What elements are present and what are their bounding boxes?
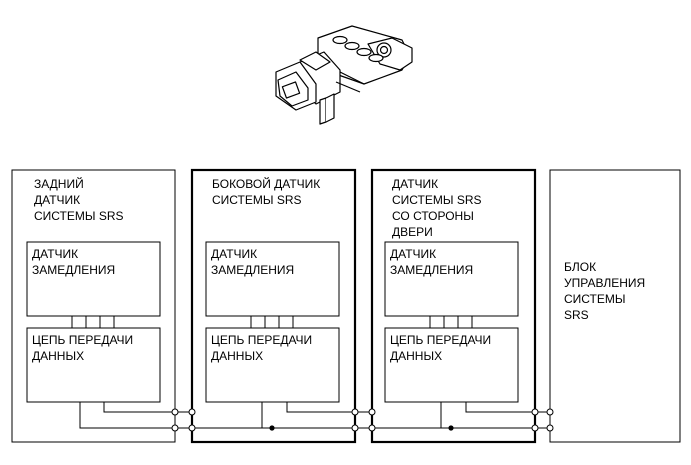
rear-sensor-block (11, 169, 176, 443)
bus-wiring (79, 402, 550, 429)
door-decel-sensor-box (384, 241, 519, 317)
junction-dots (269, 425, 454, 431)
door-transfer-label: ЦЕПЬ ПЕРЕДАЧИ ДАННЫХ (390, 333, 495, 363)
door-sensor-block (370, 168, 537, 444)
rear-transfer-label: ЦЕПЬ ПЕРЕДАЧИ ДАННЫХ (32, 333, 137, 363)
rear-sensor-title: ЗАДНИЙ ДАТЧИК СИСТЕМЫ SRS (34, 176, 124, 223)
rear-decel-sensor-box (26, 241, 161, 317)
rear-transfer-circuit-box (26, 327, 161, 403)
side-transfer-label: ЦЕПЬ ПЕРЕДАЧИ ДАННЫХ (211, 333, 316, 363)
internal-links (71, 316, 473, 328)
rear-decel-label: ДАТЧИК ЗАМЕДЛЕНИЯ (32, 247, 115, 277)
control-unit-block (549, 169, 681, 443)
door-transfer-circuit-box (384, 327, 519, 403)
control-unit-title: БЛОК УПРАВЛЕНИЯ СИСТЕМЫ SRS (564, 260, 649, 322)
side-sensor-block (190, 168, 357, 444)
door-sensor-title: ДАТЧИК СИСТЕМЫ SRS СО СТОРОНЫ ДВЕРИ (392, 177, 485, 239)
door-decel-label: ДАТЧИК ЗАМЕДЛЕНИЯ (390, 247, 473, 277)
sensor-illustration (275, 25, 413, 125)
side-transfer-circuit-box (205, 327, 340, 403)
side-decel-label: ДАТЧИК ЗАМЕДЛЕНИЯ (211, 247, 294, 277)
side-decel-sensor-box (205, 241, 340, 317)
terminals (171, 408, 554, 432)
side-sensor-title: БОКОВОЙ ДАТЧИК СИСТЕМЫ SRS (212, 176, 324, 207)
